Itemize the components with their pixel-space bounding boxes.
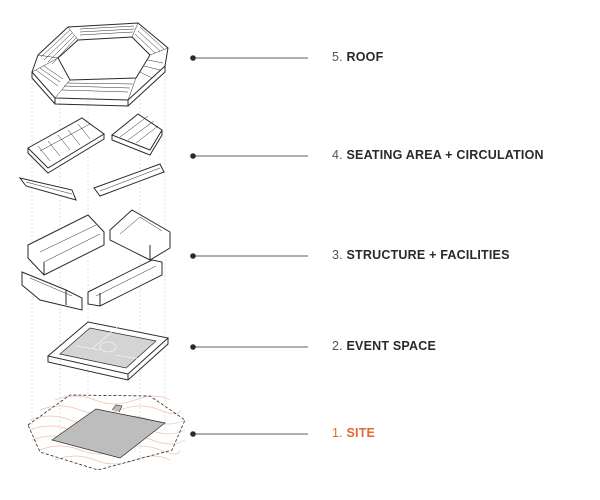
label-roof-number: 5. — [332, 50, 343, 64]
roof-drawing — [31, 22, 169, 107]
structure-drawing — [21, 209, 171, 311]
label-event-space: 2. EVENT SPACE — [332, 339, 436, 353]
label-event-space-number: 2. — [332, 339, 343, 353]
label-site-number: 1. — [332, 426, 343, 440]
label-seating-number: 4. — [332, 148, 343, 162]
seating-drawing — [18, 113, 165, 201]
site-drawing — [27, 394, 186, 471]
label-structure: 3. STRUCTURE + FACILITIES — [332, 248, 510, 262]
event-space-drawing — [46, 321, 170, 381]
leader-lines — [190, 55, 308, 437]
label-structure-title: STRUCTURE + FACILITIES — [346, 248, 510, 262]
label-site-title: SITE — [346, 426, 376, 440]
label-seating: 4. SEATING AREA + CIRCULATION — [332, 148, 544, 162]
label-event-space-title: EVENT SPACE — [346, 339, 437, 353]
label-site: 1. SITE — [332, 426, 375, 440]
label-roof-title: ROOF — [346, 50, 384, 64]
label-seating-title: SEATING AREA + CIRCULATION — [346, 148, 544, 162]
label-structure-number: 3. — [332, 248, 343, 262]
label-roof: 5. ROOF — [332, 50, 383, 64]
